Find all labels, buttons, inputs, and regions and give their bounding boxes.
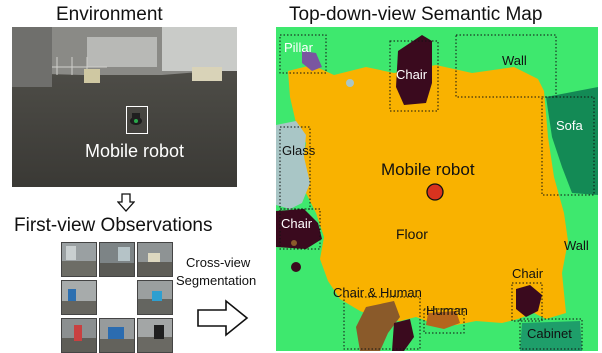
observations-title: First-view Observations — [14, 215, 213, 236]
observation-view-1 — [61, 242, 97, 277]
map-label-human: Human — [426, 303, 468, 318]
wall-top-box — [455, 34, 557, 98]
observation-view-9 — [137, 318, 173, 353]
observation-view-4 — [61, 280, 97, 315]
map-label-chair-left: Chair — [281, 216, 313, 231]
glass-region — [276, 121, 310, 209]
map-label-cabinet: Cabinet — [527, 326, 572, 341]
observation-view-6 — [137, 280, 173, 315]
robot-label: Mobile robot — [85, 141, 185, 161]
cabinet-region — [520, 321, 582, 351]
down-arrow-icon — [117, 193, 135, 212]
sofa-box — [541, 96, 595, 196]
robot-marker-icon — [426, 183, 444, 201]
chair-top-region — [396, 35, 432, 105]
observation-view-3 — [137, 242, 173, 277]
right-arrow-icon — [197, 299, 249, 337]
map-label-chair-bottom: Chair — [512, 266, 544, 281]
process-label-line1: Cross-view — [186, 255, 251, 270]
map-label-chair-top: Chair — [396, 67, 428, 82]
observation-view-7 — [61, 318, 97, 353]
environment-title: Environment — [56, 4, 163, 25]
chair-bottom-region — [516, 285, 542, 317]
pillar-region — [302, 51, 322, 71]
process-label-line2: Segmentation — [176, 273, 257, 288]
robot-highlight-box — [126, 106, 148, 134]
map-label-mobile-robot: Mobile robot — [381, 160, 475, 179]
map-title: Top-down-view Semantic Map — [289, 4, 543, 25]
environment-scene — [12, 27, 237, 187]
map-label-chair-human: Chair & Human — [333, 285, 422, 300]
map-label-wall-top: Wall — [502, 53, 527, 68]
map-label-pillar: Pillar — [284, 40, 313, 55]
chair-human-box — [343, 296, 421, 350]
map-label-floor: Floor — [396, 226, 428, 242]
observation-view-8 — [99, 318, 135, 353]
human-box — [423, 308, 465, 334]
chair-human-secondary-region — [392, 319, 414, 351]
map-label-sofa: Sofa — [556, 118, 583, 133]
environment-photo: Mobile robot — [12, 27, 237, 187]
map-label-wall-right: Wall — [564, 238, 589, 253]
chair-left-region — [276, 209, 322, 249]
human-region — [426, 311, 460, 329]
cabinet-box — [519, 318, 583, 350]
chair-left-box — [279, 208, 321, 250]
chair-top-box — [389, 40, 439, 112]
observation-view-2 — [99, 242, 135, 277]
chair-human-region — [356, 301, 400, 351]
observation-grid — [61, 242, 173, 353]
sofa-region — [546, 87, 598, 195]
map-label-glass: Glass — [282, 143, 316, 158]
chair-bottom-box — [511, 282, 543, 322]
semantic-map — [276, 27, 598, 351]
